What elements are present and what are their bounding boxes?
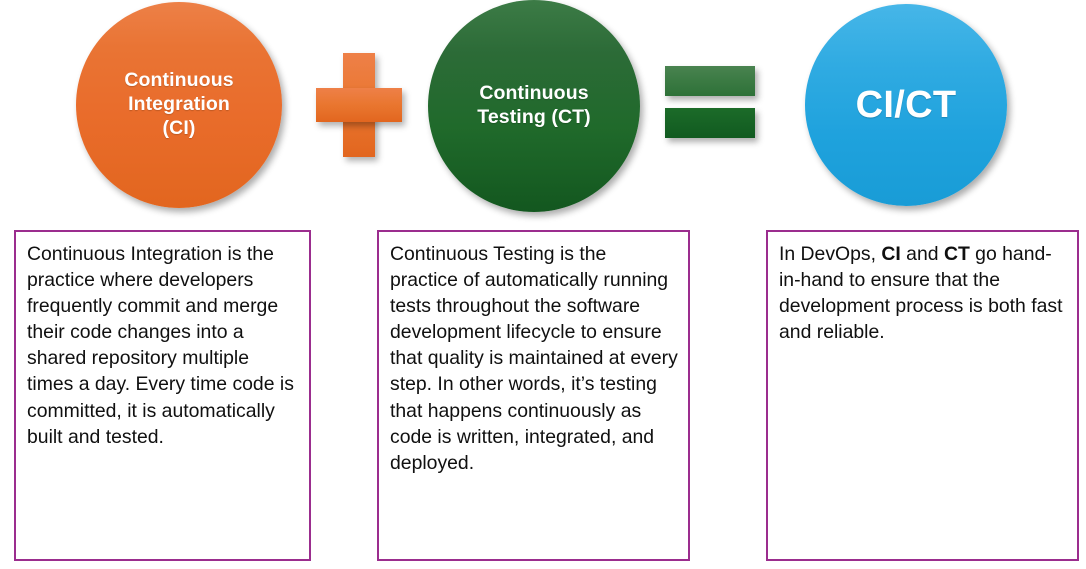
body-text: go hand-in-hand to ensure that the devel… (779, 243, 1063, 344)
node-cict-label: CI/CT (855, 83, 957, 126)
equals-operator-icon (665, 66, 755, 138)
description-box-ct: Continuous Testing is the practice of au… (377, 230, 690, 561)
description-box-devops-text: In DevOps, CI and CT go hand-in-hand to … (779, 241, 1068, 345)
description-box-ci: Continuous Integration is the practice w… (14, 230, 311, 561)
plus-operator-icon (316, 53, 402, 157)
body-text: and (900, 243, 944, 265)
emphasis-text: CT (943, 243, 970, 265)
emphasis-text: CI (881, 243, 901, 265)
node-continuous-integration[interactable]: Continuous Integration (CI) (76, 2, 282, 208)
node-continuous-testing-label: Continuous Testing (CT) (477, 82, 591, 128)
plus-horizontal-bar (316, 88, 402, 122)
node-continuous-integration-label: Continuous Integration (CI) (124, 69, 234, 139)
description-box-ci-text: Continuous Integration is the practice w… (27, 243, 294, 448)
equals-top-bar (665, 66, 755, 96)
body-text: In DevOps, (779, 243, 882, 265)
description-box-devops: In DevOps, CI and CT go hand-in-hand to … (766, 230, 1079, 561)
node-cict[interactable]: CI/CT (805, 4, 1007, 206)
equals-bottom-bar (665, 108, 755, 138)
node-continuous-testing[interactable]: Continuous Testing (CT) (428, 0, 640, 212)
description-box-ct-text: Continuous Testing is the practice of au… (390, 243, 678, 474)
